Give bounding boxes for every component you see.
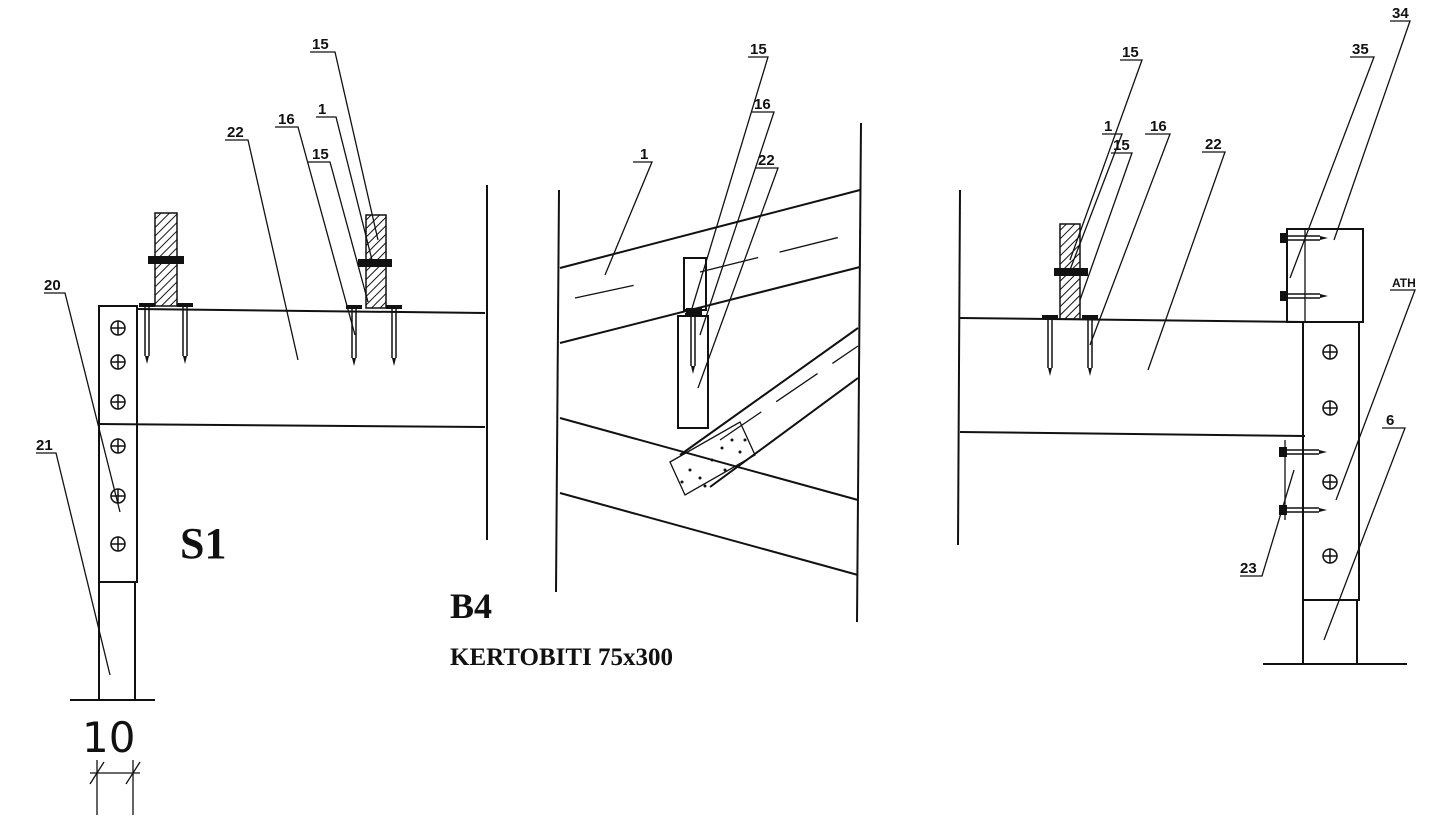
nail-icon (385, 304, 403, 367)
bolt-icon (1322, 400, 1338, 416)
nail-icon (176, 302, 194, 365)
nail-icon (684, 312, 702, 375)
callout-1: 1 (640, 146, 648, 163)
callout-15: 15 (312, 36, 329, 53)
callout-22: 22 (1205, 136, 1222, 153)
bolt-icon (110, 536, 126, 552)
view-b4 (555, 56, 862, 623)
bolt-icon (1322, 344, 1338, 360)
callout-22: 22 (227, 124, 244, 141)
view-s1 (36, 51, 488, 815)
dimension-label: 10 (82, 713, 135, 762)
screw-icon (1279, 290, 1329, 302)
nail-icon (1081, 314, 1099, 377)
steel-plate (98, 305, 138, 583)
steel-plate (1302, 321, 1360, 601)
bolt-icon (110, 394, 126, 410)
view-subtitle-b4: KERTOBITI 75x300 (450, 644, 673, 671)
nail-icon (1041, 314, 1059, 377)
bolt-icon (110, 354, 126, 370)
callout-1: 1 (1104, 118, 1112, 135)
callout-20: 20 (44, 277, 61, 294)
callout-34: 34 (1392, 5, 1409, 22)
callout-15: 15 (1122, 44, 1139, 61)
callout-ath: ATH (1392, 276, 1416, 290)
bolt-icon (1322, 474, 1338, 490)
callout-23: 23 (1240, 560, 1257, 577)
callout-35: 35 (1352, 41, 1369, 58)
bolt-icon (1322, 548, 1338, 564)
callout-16: 16 (754, 96, 771, 113)
callout-15: 15 (312, 146, 329, 163)
callout-22: 22 (758, 152, 775, 169)
callout-1: 1 (318, 101, 326, 118)
callout-15: 15 (750, 41, 767, 58)
view-title-b4: B4 (450, 586, 492, 626)
callout-16: 16 (1150, 118, 1167, 135)
view-right (957, 20, 1416, 665)
callout-15: 15 (1113, 137, 1130, 154)
gusset-plate (669, 421, 756, 496)
bolt-icon (110, 320, 126, 336)
callout-21: 21 (36, 437, 53, 454)
nail-icon (138, 302, 156, 365)
callout-16: 16 (278, 111, 295, 128)
bolt-icon (110, 488, 126, 504)
nail-icon (345, 304, 363, 367)
view-title-s1: S1 (180, 519, 226, 568)
callout-6: 6 (1386, 412, 1394, 429)
bolt-icon (110, 438, 126, 454)
